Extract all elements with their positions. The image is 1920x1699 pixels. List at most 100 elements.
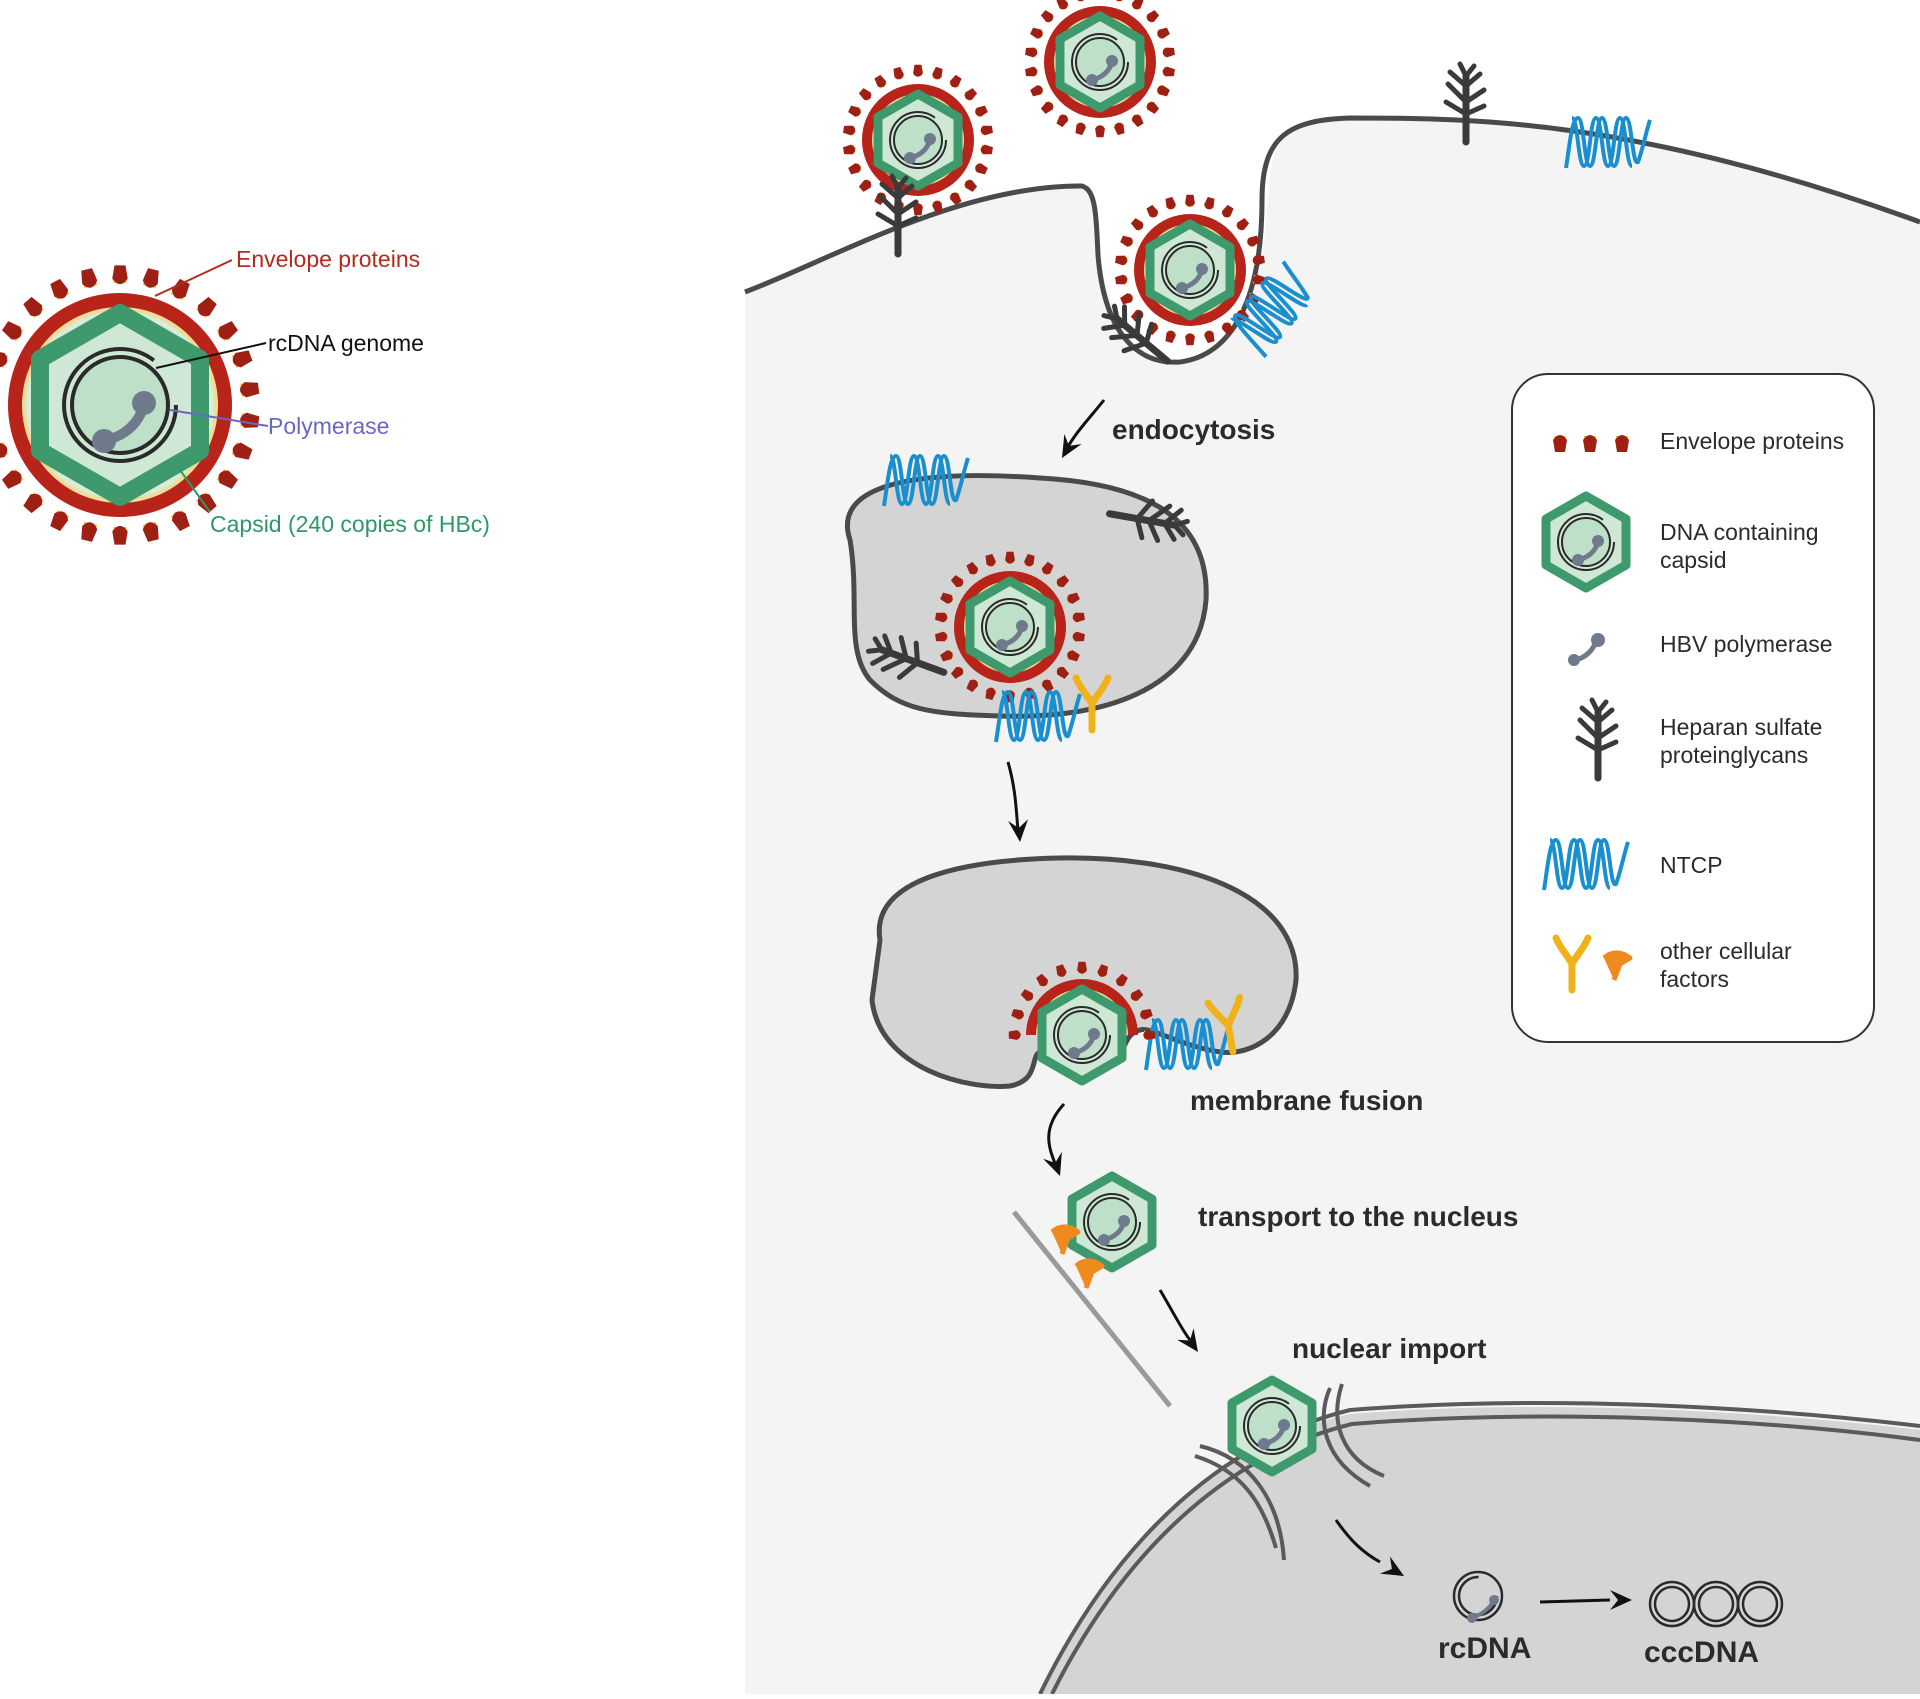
virion-free-left	[842, 64, 994, 216]
envelope-protein	[79, 267, 99, 290]
envelope-protein	[169, 508, 192, 533]
step-nuclear-import: nuclear import	[1292, 1333, 1486, 1364]
legend: Envelope proteins DNA containing capsid …	[1511, 373, 1875, 1043]
capsid	[878, 94, 958, 186]
label-rcdna-genome: rcDNA genome	[268, 330, 424, 356]
envelope-protein	[141, 267, 161, 290]
envelope-protein	[1185, 333, 1195, 346]
arrow-to-nuclear-import	[1158, 1289, 1207, 1358]
envelope-protein	[0, 319, 25, 343]
envelope-protein	[48, 277, 71, 302]
envelope-leader	[154, 259, 233, 297]
envelope-protein	[1024, 66, 1039, 78]
envelope-protein	[842, 144, 857, 156]
arrow-to-fusion	[1006, 761, 1030, 843]
envelope-protein	[1113, 121, 1126, 136]
envelope-protein	[0, 348, 10, 370]
envelope-protein	[1155, 26, 1171, 41]
envelope-protein	[1145, 204, 1160, 220]
label-capsid: Capsid (240 copies of HBc)	[210, 511, 490, 537]
virion-schematic	[8, 293, 232, 517]
envelope-protein	[1039, 99, 1056, 115]
envelope-protein	[913, 64, 923, 77]
envelope-protein	[962, 177, 979, 193]
envelope-protein	[1029, 83, 1045, 98]
envelope-protein	[1029, 26, 1045, 41]
step-membrane-fusion: membrane fusion	[1190, 1085, 1423, 1116]
envelope-protein	[48, 508, 71, 533]
nucleus	[1040, 1406, 1920, 1694]
envelope-protein	[1119, 234, 1135, 249]
envelope-protein	[1155, 83, 1171, 98]
envelope-protein	[1114, 254, 1129, 266]
legend-polymerase-icon	[1568, 633, 1605, 666]
envelope-protein	[1008, 1030, 1021, 1040]
envelope-protein	[1024, 46, 1039, 58]
envelope-protein	[1144, 99, 1161, 115]
legend-envelope-icon	[1553, 435, 1629, 452]
cccdna-circles	[1648, 1580, 1784, 1628]
legend-capsid-icon	[1546, 496, 1626, 588]
nuclear-envelope-outer	[1038, 1401, 1920, 1695]
envelope-protein	[1130, 0, 1145, 12]
virion-fusing	[1026, 979, 1138, 1081]
legend-ntcp-label: NTCP	[1660, 852, 1723, 878]
envelope-protein	[1144, 9, 1161, 25]
envelope-protein	[1114, 274, 1129, 286]
envelope-protein	[1143, 1030, 1156, 1040]
envelope-protein	[1161, 46, 1176, 58]
legend-hspg-label-2: proteinglycans	[1660, 742, 1808, 768]
envelope-protein	[1074, 0, 1087, 3]
legend-polymerase-label: HBV polymerase	[1660, 631, 1833, 657]
envelope-protein	[847, 104, 863, 119]
envelope-protein	[1113, 0, 1126, 3]
envelope-protein	[931, 66, 944, 81]
envelope-protein	[0, 380, 1, 399]
legend-other-label-1: other cellular	[1660, 938, 1792, 964]
envelope-protein	[141, 520, 161, 543]
step-transport: transport to the nucleus	[1198, 1201, 1518, 1232]
label-cccdna: cccDNA	[1644, 1636, 1759, 1669]
microtubule	[1012, 1210, 1172, 1408]
envelope-protein	[1164, 329, 1177, 344]
envelope-protein	[1005, 551, 1015, 564]
capsid-leader	[179, 469, 211, 513]
envelope-protein	[1119, 291, 1135, 306]
envelope-protein	[230, 440, 254, 462]
plasma-membrane	[744, 115, 1920, 365]
arrow-to-transport	[1043, 1102, 1070, 1180]
polymerase-leader	[169, 409, 269, 427]
envelope-protein	[1055, 0, 1070, 12]
envelope-protein	[973, 161, 989, 176]
legend-hspg-label-1: Heparan sulfate	[1660, 714, 1822, 740]
envelope-protein	[239, 380, 260, 399]
envelope-protein	[215, 319, 240, 343]
envelope-protein	[112, 525, 128, 545]
envelope-protein	[21, 295, 46, 320]
nuclear-pore	[1194, 1383, 1385, 1561]
virion-invaginating	[1114, 194, 1266, 346]
rcdna-leader	[155, 342, 267, 369]
envelope-protein	[1055, 112, 1070, 128]
envelope-protein	[1203, 196, 1216, 211]
envelope-protein	[962, 87, 979, 103]
envelope-protein	[1129, 217, 1146, 233]
envelope-protein	[0, 467, 25, 491]
envelope-protein	[948, 74, 963, 90]
label-polymerase: Polymerase	[268, 413, 389, 439]
arrow-to-rcdna	[1334, 1519, 1409, 1585]
envelope-protein	[79, 520, 99, 543]
arrow-endocytosis	[1053, 399, 1106, 463]
envelope-protein	[194, 295, 219, 320]
legend-capsid-label-2: capsid	[1660, 547, 1726, 573]
envelope-protein	[230, 348, 254, 370]
envelope-protein	[1185, 194, 1195, 207]
envelope-protein	[857, 87, 874, 103]
capsid-nuclear-import	[1232, 1380, 1312, 1472]
nuclear-envelope-inner	[1050, 1414, 1920, 1695]
label-envelope-proteins: Envelope proteins	[236, 246, 420, 272]
envelope-protein	[1039, 9, 1056, 25]
envelope-protein	[21, 490, 46, 515]
